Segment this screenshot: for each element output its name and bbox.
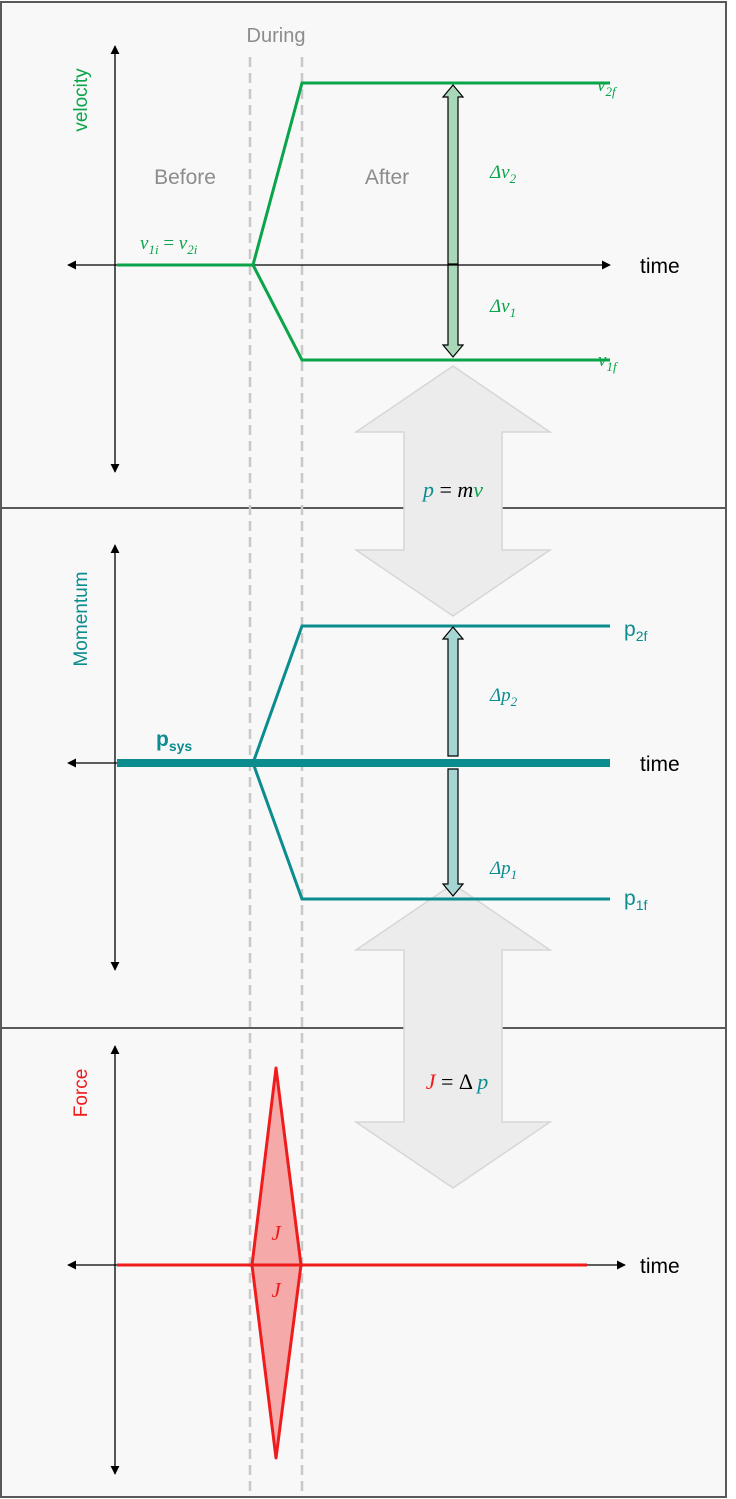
momentum-to-force-arrow xyxy=(353,883,553,1189)
velocity-final1-label: v1f xyxy=(598,350,619,374)
system-momentum-label: psys xyxy=(156,728,192,754)
after-label: After xyxy=(365,166,409,189)
velocity-object1-line xyxy=(251,264,610,362)
force-time-label: time xyxy=(640,1255,680,1278)
impulse-lower-spike xyxy=(250,1263,303,1460)
delta-p1-label: Δp1 xyxy=(489,858,517,882)
impulse-upper-label: J xyxy=(271,1221,282,1245)
velocity-final2-label: v2f xyxy=(597,75,618,99)
delta-p1-arrow xyxy=(441,768,465,897)
momentum-axis-label: Momentum xyxy=(71,571,92,666)
momentum-panel xyxy=(0,507,727,1029)
delta-v1-label: Δv1 xyxy=(489,296,516,320)
delta-v1-arrow xyxy=(441,264,465,358)
force-axis-label: Force xyxy=(71,1069,92,1118)
velocity-initial-label: v1i = v2i xyxy=(140,233,198,257)
momentum-final1-label: p1f xyxy=(624,887,647,913)
delta-p2-label: Δp2 xyxy=(489,685,518,709)
impulse-lower-label: J xyxy=(271,1278,282,1302)
momentum-final2-label: p2f xyxy=(624,618,647,644)
delta-v2-label: Δv2 xyxy=(489,162,517,186)
delta-p2-arrow xyxy=(441,626,465,757)
momentum-object2-line xyxy=(251,624,610,764)
velocity-axis-label: velocity xyxy=(71,68,92,132)
force-panel xyxy=(0,1027,727,1498)
velocity-panel xyxy=(0,1,727,509)
momentum-object1-line xyxy=(251,762,610,901)
momentum-time-label: time xyxy=(640,753,680,776)
before-label: Before xyxy=(154,166,216,189)
velocity-time-label: time xyxy=(640,255,680,278)
momentum-definition-label: p = mv xyxy=(421,477,483,502)
delta-v2-arrow xyxy=(441,84,465,265)
velocity-to-momentum-arrow xyxy=(353,365,553,617)
during-label: During xyxy=(247,25,306,47)
impulse-momentum-label: J = Δ p xyxy=(426,1069,489,1094)
velocity-object2-line xyxy=(117,81,610,267)
